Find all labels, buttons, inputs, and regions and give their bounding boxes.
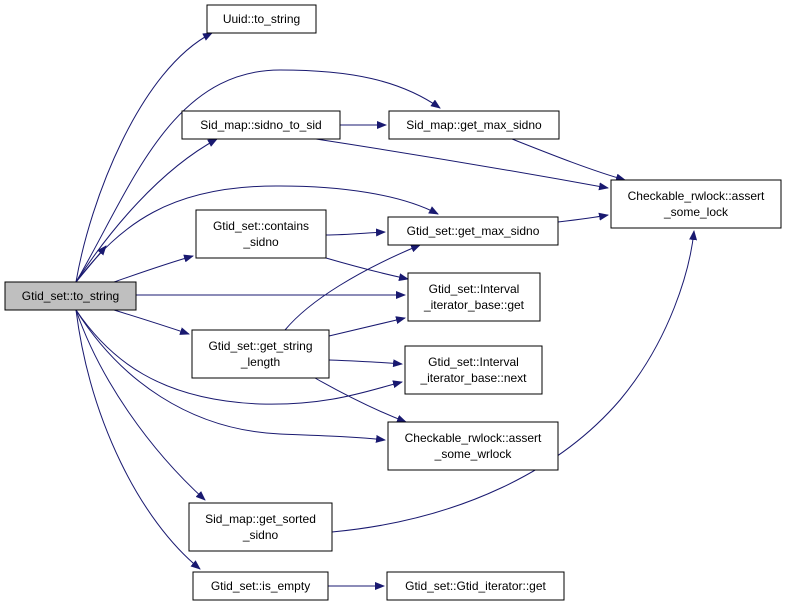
edge-gtid-max-sidno-to-assert-some-lock — [557, 212, 609, 223]
node-box — [191, 329, 330, 379]
edge-to-string-to-sidno-to-sid — [75, 138, 218, 283]
node-label: Sid_map::get_sorted — [205, 512, 316, 526]
edges — [75, 32, 698, 590]
node-gtid-max-sidno[interactable]: Gtid_set::get_max_sidno — [387, 216, 559, 246]
node-box — [404, 345, 543, 395]
node-get-string-length[interactable]: Gtid_set::get_string_length — [191, 329, 330, 379]
edge-sidno-to-sid-to-assert-some-lock — [315, 138, 609, 191]
node-label: Gtid_set::get_max_sidno — [407, 224, 540, 238]
edge-to-string-to-assert-some-wrlock — [75, 309, 386, 443]
node-label: Gtid_set::Interval — [428, 355, 519, 369]
node-label: _some_lock — [663, 205, 729, 219]
node-label: _sidno — [242, 528, 279, 542]
node-label: _iterator_base::next — [419, 371, 527, 385]
edge-to-string-to-get-sorted-sidno — [75, 309, 206, 501]
node-label: Sid_map::get_max_sidno — [406, 118, 542, 132]
node-assert-some-lock[interactable]: Checkable_rwlock::assert_some_lock — [610, 179, 782, 229]
node-label: _sidno — [242, 235, 279, 249]
edge-get-string-length-to-interval-get — [328, 316, 406, 337]
edge-to-string-to-contains-sidno — [113, 254, 194, 283]
node-box — [188, 502, 333, 552]
node-box — [4, 281, 137, 311]
node-sidmap-max-sidno[interactable]: Sid_map::get_max_sidno — [388, 110, 560, 140]
node-label: Sid_map::sidno_to_sid — [200, 118, 321, 132]
node-interval-next[interactable]: Gtid_set::Interval_iterator_base::next — [404, 345, 543, 395]
node-label: Gtid_set::get_string — [208, 339, 312, 353]
node-label: Gtid_set::contains — [213, 219, 309, 233]
node-box — [610, 179, 782, 229]
edge-to-string-to-sidmap-max-sidno — [75, 69, 441, 283]
node-box — [181, 110, 341, 140]
node-to-string[interactable]: Gtid_set::to_string — [4, 281, 137, 311]
node-label: Gtid_set::to_string — [22, 289, 119, 303]
node-box — [387, 421, 559, 471]
node-label: Gtid_set::is_empty — [211, 579, 310, 593]
edge-get-sorted-sidno-to-assert-some-lock — [331, 230, 698, 533]
node-box — [407, 272, 541, 322]
nodes: Gtid_set::to_string Uuid::to_stringSid_ma… — [4, 4, 782, 601]
node-contains-sidno[interactable]: Gtid_set::contains_sidno — [195, 209, 327, 259]
node-label: Gtid_set::Interval — [429, 282, 520, 296]
edge-contains-sidno-to-interval-get — [325, 257, 409, 282]
node-label: Checkable_rwlock::assert — [628, 189, 765, 203]
edge-sidmap-max-sidno-to-assert-some-lock — [511, 138, 626, 182]
edge-get-string-length-to-gtid-max-sidno — [284, 244, 421, 331]
edge-contains-sidno-to-gtid-max-sidno — [325, 228, 386, 237]
edge-to-string-to-interval-next — [75, 309, 403, 405]
node-gtid-iterator-get[interactable]: Gtid_set::Gtid_iterator::get — [386, 571, 565, 601]
node-label: Gtid_set::Gtid_iterator::get — [405, 579, 546, 593]
edge-get-string-length-to-interval-next — [328, 359, 403, 368]
edge-to-string-to-gtid-max-sidno — [75, 185, 439, 283]
node-is-empty[interactable]: Gtid_set::is_empty — [192, 571, 329, 601]
node-box — [388, 110, 560, 140]
node-box — [195, 209, 327, 259]
node-get-sorted-sidno[interactable]: Sid_map::get_sorted_sidno — [188, 502, 333, 552]
node-box — [206, 4, 317, 34]
node-label: _length — [240, 355, 280, 369]
node-label: _iterator_base::get — [423, 298, 525, 312]
node-label: _some_wrlock — [434, 447, 513, 461]
edge-get-string-length-to-assert-some-wrlock — [314, 377, 407, 423]
node-label: Uuid::to_string — [223, 12, 300, 26]
node-sidno-to-sid[interactable]: Sid_map::sidno_to_sid — [181, 110, 341, 140]
node-interval-get[interactable]: Gtid_set::Interval_iterator_base::get — [407, 272, 541, 322]
edge-to-string-to-get-string-length — [113, 309, 190, 335]
node-box — [192, 571, 329, 601]
node-box — [387, 216, 559, 246]
node-box — [386, 571, 565, 601]
edge-to-string-to-is-empty — [75, 309, 201, 570]
node-label: Checkable_rwlock::assert — [405, 431, 542, 445]
edge-to-string-to-uuid-to-string — [75, 32, 213, 283]
node-assert-some-wrlock[interactable]: Checkable_rwlock::assert_some_wrlock — [387, 421, 559, 471]
node-uuid-to-string[interactable]: Uuid::to_string — [206, 4, 317, 34]
